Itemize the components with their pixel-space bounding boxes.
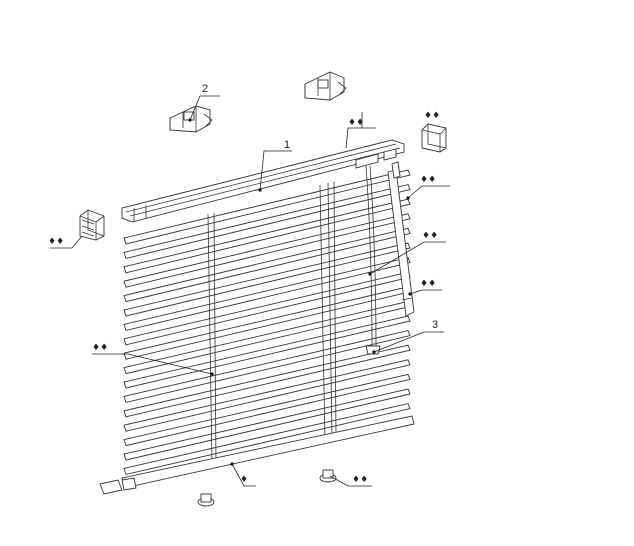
slat xyxy=(123,403,411,475)
callout-labels: 1 2 3 ♦♦ ♦♦ ♦♦ ♦♦ ♦♦ ♦♦ ♦♦ ♦ ♦♦ xyxy=(48,83,440,485)
callout-hold-down: ♦♦ xyxy=(352,475,368,485)
slat xyxy=(123,242,411,317)
mounting-bracket-right xyxy=(304,71,347,101)
callout-tassel: ♦♦ xyxy=(420,279,436,289)
slat xyxy=(123,227,411,303)
callout-tilt-mech: ♦♦ xyxy=(420,175,436,185)
end-cap-box xyxy=(421,123,447,153)
hold-down-bracket-left xyxy=(197,493,215,507)
slat xyxy=(123,373,411,447)
callout-bottom-rail: ♦ xyxy=(240,475,248,485)
slat-stack xyxy=(123,169,411,475)
slat xyxy=(123,213,411,288)
slat xyxy=(123,184,411,259)
callout-end-cap-left: ♦♦ xyxy=(48,237,64,247)
slat xyxy=(123,169,411,245)
ladder-strings xyxy=(207,181,337,465)
slat xyxy=(123,330,411,403)
hold-down-bracket-right xyxy=(319,469,337,483)
headrail xyxy=(121,139,405,223)
tilt-wand xyxy=(387,161,415,317)
slat xyxy=(123,388,411,461)
callout-headrail: 1 xyxy=(284,139,290,151)
end-cap-left xyxy=(79,209,105,241)
callout-valance-clip: ♦♦ xyxy=(348,118,364,128)
slat xyxy=(123,198,411,274)
bottom-rail xyxy=(99,415,415,495)
slat xyxy=(123,344,411,418)
callout-wand: 3 xyxy=(432,319,438,331)
slat xyxy=(123,257,411,331)
leader-lines xyxy=(50,95,450,487)
slat xyxy=(123,359,411,432)
callout-cord: ♦♦ xyxy=(422,231,438,241)
slat xyxy=(123,300,411,375)
lift-cord xyxy=(365,165,381,355)
callout-bracket: 2 xyxy=(202,83,208,95)
callout-end-cap-box: ♦♦ xyxy=(424,111,440,121)
callout-ladder: ♦♦ xyxy=(92,343,108,353)
